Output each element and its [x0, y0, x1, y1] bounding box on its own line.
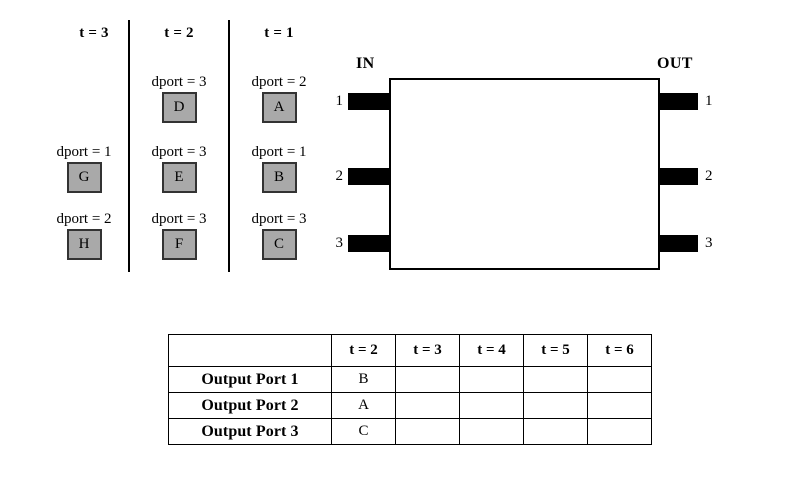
table-cell-port3-t6[interactable] — [587, 418, 652, 445]
table-cell-port3-t4[interactable] — [459, 418, 524, 445]
packet-f[interactable]: dport = 3 F — [140, 210, 218, 260]
input-port-1-number: 1 — [335, 93, 344, 109]
output-port-3-number: 3 — [705, 235, 713, 251]
packet-g-label: G — [66, 162, 102, 193]
table-cell-port3-t2[interactable]: C — [331, 418, 396, 445]
packet-e-dport: dport = 3 — [151, 144, 207, 160]
queue-divider-1 — [128, 20, 130, 272]
packet-d[interactable]: dport = 3 D — [140, 73, 218, 123]
table-cell-port2-t2[interactable]: A — [331, 392, 396, 419]
table-cell-port1-t2[interactable]: B — [331, 366, 396, 393]
table-cell-port2-t5[interactable] — [523, 392, 588, 419]
input-port-1-bar[interactable] — [348, 93, 393, 110]
table-cell-port3-t5[interactable] — [523, 418, 588, 445]
table-corner-cell — [168, 334, 332, 367]
queue-column-title-t2: t = 2 — [164, 25, 194, 41]
table-header-t6: t = 6 — [587, 334, 652, 367]
queue-divider-2 — [228, 20, 230, 272]
output-port-1-number: 1 — [705, 93, 713, 109]
queue-column-title-t3: t = 3 — [79, 25, 109, 41]
table-row: Output Port 2 A — [168, 392, 652, 419]
table-cell-port3-t3[interactable] — [395, 418, 460, 445]
table-header-t2: t = 2 — [331, 334, 396, 367]
input-port-3-number: 3 — [335, 235, 344, 251]
output-port-2-number: 2 — [705, 168, 713, 184]
table-row: Output Port 1 B — [168, 366, 652, 393]
input-port-3-bar[interactable] — [348, 235, 393, 252]
table-cell-port2-t4[interactable] — [459, 392, 524, 419]
packet-h-dport: dport = 2 — [56, 211, 112, 227]
table-row: Output Port 3 C — [168, 418, 652, 445]
output-port-1-bar[interactable] — [656, 93, 698, 110]
packet-g-dport: dport = 1 — [56, 144, 112, 160]
packet-d-dport: dport = 3 — [151, 74, 207, 90]
packet-e-label: E — [161, 162, 197, 193]
packet-f-dport: dport = 3 — [151, 211, 207, 227]
output-schedule-table: t = 2 t = 3 t = 4 t = 5 t = 6 Output Por… — [168, 334, 652, 445]
packet-a-label: A — [261, 92, 297, 123]
table-cell-port1-t4[interactable] — [459, 366, 524, 393]
packet-e[interactable]: dport = 3 E — [140, 143, 218, 193]
packet-a[interactable]: dport = 2 A — [240, 73, 318, 123]
table-header-t5: t = 5 — [523, 334, 588, 367]
packet-b-dport: dport = 1 — [251, 144, 307, 160]
table-row-label-output-port-1: Output Port 1 — [168, 366, 332, 393]
packet-c[interactable]: dport = 3 C — [240, 210, 318, 260]
table-header-t3: t = 3 — [395, 334, 460, 367]
packet-h-label: H — [66, 229, 102, 260]
table-cell-port2-t3[interactable] — [395, 392, 460, 419]
output-port-3-bar[interactable] — [656, 235, 698, 252]
input-port-2-bar[interactable] — [348, 168, 393, 185]
table-header-row: t = 2 t = 3 t = 4 t = 5 t = 6 — [168, 334, 652, 367]
packet-c-label: C — [261, 229, 297, 260]
table-row-label-output-port-2: Output Port 2 — [168, 392, 332, 419]
table-cell-port1-t6[interactable] — [587, 366, 652, 393]
packet-g[interactable]: dport = 1 G — [45, 143, 123, 193]
table-row-label-output-port-3: Output Port 3 — [168, 418, 332, 445]
packet-h[interactable]: dport = 2 H — [45, 210, 123, 260]
packet-b-label: B — [261, 162, 297, 193]
table-cell-port1-t3[interactable] — [395, 366, 460, 393]
out-label: OUT — [657, 55, 693, 72]
table-cell-port2-t6[interactable] — [587, 392, 652, 419]
table-header-t4: t = 4 — [459, 334, 524, 367]
table-cell-port1-t5[interactable] — [523, 366, 588, 393]
packet-c-dport: dport = 3 — [251, 211, 307, 227]
output-port-2-bar[interactable] — [656, 168, 698, 185]
switch-fabric-box[interactable] — [389, 78, 660, 270]
in-label: IN — [356, 55, 375, 72]
input-port-2-number: 2 — [335, 168, 344, 184]
packet-d-label: D — [161, 92, 197, 123]
queue-column-title-t1: t = 1 — [264, 25, 294, 41]
packet-a-dport: dport = 2 — [251, 74, 307, 90]
packet-b[interactable]: dport = 1 B — [240, 143, 318, 193]
packet-f-label: F — [161, 229, 197, 260]
